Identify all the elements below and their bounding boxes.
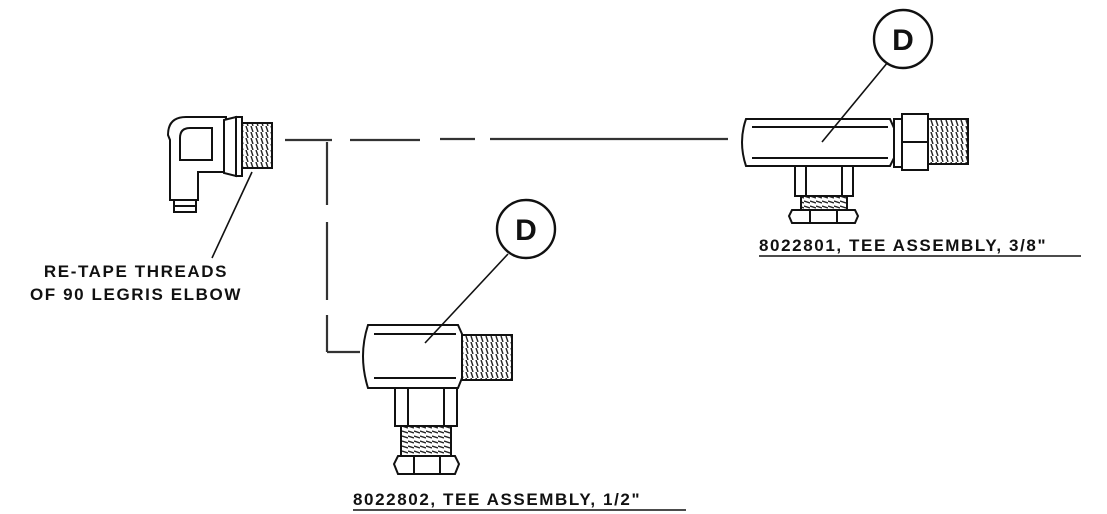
connection-lines: [285, 137, 728, 354]
elbow-label-line2: OF 90 LEGRIS ELBOW: [30, 285, 242, 304]
tee-assembly-3-8: [741, 113, 969, 224]
callout-d-bottom-leader: [424, 253, 509, 344]
callout-d-top-leader: [821, 61, 889, 143]
tee-3-8-caption: 8022801, TEE ASSEMBLY, 3/8": [759, 236, 1047, 255]
tee-assembly-1-2: [362, 324, 513, 475]
callout-d-top-letter: D: [892, 24, 914, 57]
callout-d-bottom-letter: D: [515, 214, 537, 247]
callout-d-top: D: [821, 8, 934, 143]
elbow-leader-line: [211, 171, 253, 259]
tee-1-2-caption: 8022802, TEE ASSEMBLY, 1/2": [353, 490, 641, 509]
callout-d-top-circle: [872, 8, 934, 70]
elbow-label-line1: RE-TAPE THREADS: [44, 262, 228, 281]
callout-d-bottom: D: [424, 198, 557, 344]
legris-elbow: [166, 115, 273, 213]
callout-d-bottom-circle: [495, 198, 557, 260]
